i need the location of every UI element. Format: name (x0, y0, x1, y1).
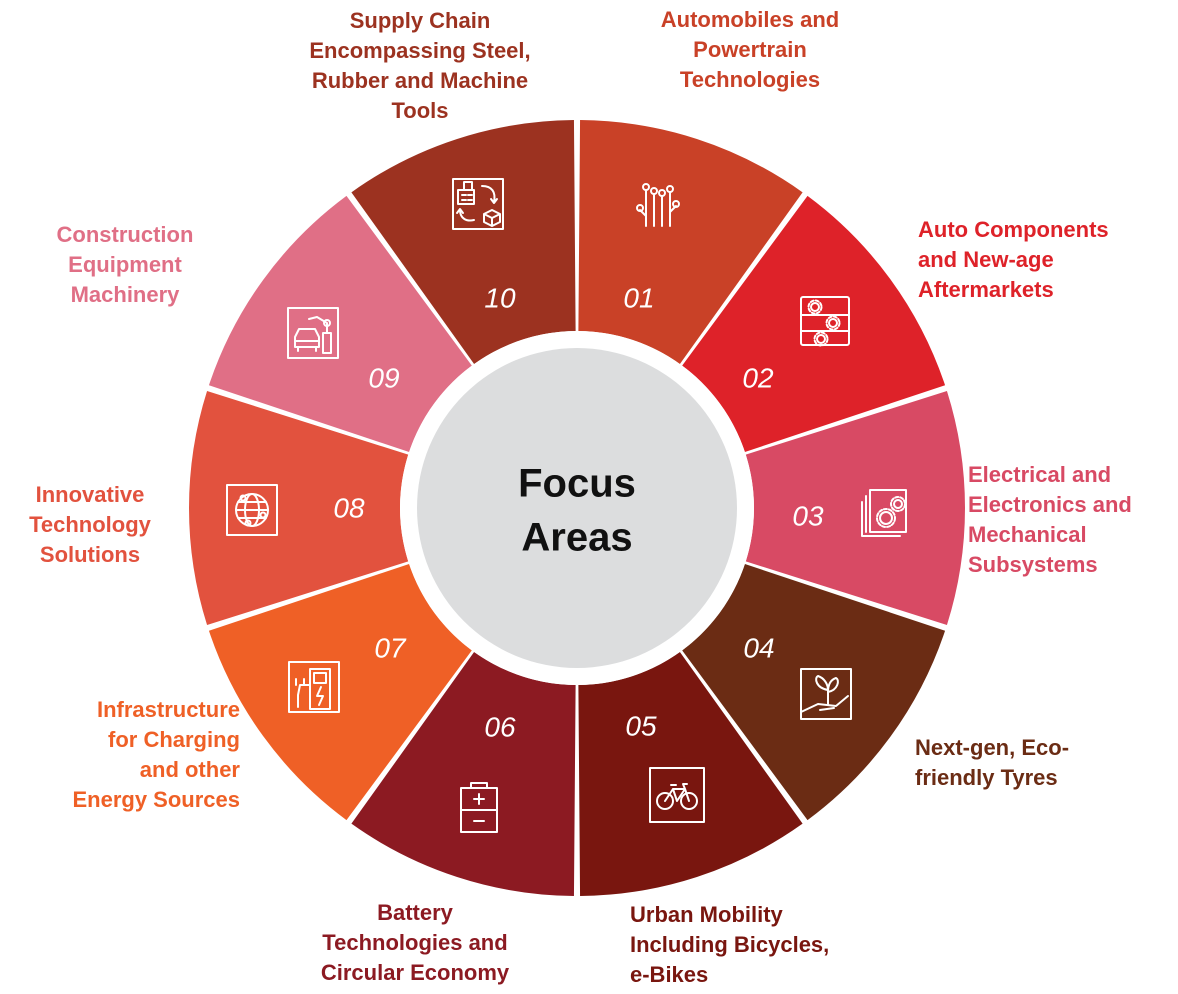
label-line: Encompassing Steel, (309, 38, 531, 63)
focus-area-label-04: Next-gen, Eco-friendly Tyres (915, 733, 1155, 793)
segment-number: 04 (743, 632, 774, 663)
label-line: Next-gen, Eco- (915, 735, 1070, 760)
gears-layers-icon (861, 489, 907, 537)
segment-wedge (351, 120, 576, 364)
label-line: Technology (29, 512, 151, 537)
label-line: Energy Sources (72, 787, 240, 812)
label-line: Technologies (679, 67, 821, 92)
segment-number: 03 (792, 500, 824, 531)
label-line: Mechanical (968, 522, 1087, 547)
segment-wedge (208, 195, 472, 452)
label-line: Electronics and (968, 492, 1132, 517)
label-line: Solutions (39, 542, 141, 567)
focus-area-segment-03: 03 (745, 391, 966, 625)
segment-number: 07 (374, 632, 407, 663)
robot-arm-car-icon (287, 307, 339, 359)
focus-area-segment-05: 05 (578, 652, 803, 896)
bicycle-icon (649, 767, 705, 823)
segment-number: 01 (623, 282, 654, 313)
focus-area-segment-10: 10 (351, 120, 576, 364)
label-line: Construction (56, 222, 194, 247)
circuit-icon (636, 183, 680, 227)
label-line: Urban Mobility (630, 902, 783, 927)
segment-wedge (188, 391, 409, 625)
segment-number: 02 (742, 362, 774, 393)
segment-number: 10 (484, 282, 516, 313)
charging-station-icon (288, 661, 340, 713)
segment-wedge (682, 195, 946, 452)
label-line: Rubber and Machine (311, 68, 529, 93)
label-line: and New-age (918, 247, 1054, 272)
segment-wedge (208, 564, 472, 821)
gear-panel-icon (800, 296, 850, 347)
focus-area-segment-07: 07 (208, 564, 472, 821)
label-line: Machinery (70, 282, 180, 307)
focus-area-segment-02: 02 (682, 195, 946, 452)
segment-wedge (351, 652, 576, 896)
label-line: and other (139, 757, 240, 782)
label-line: e-Bikes (630, 962, 709, 987)
label-line: Powertrain (693, 37, 807, 62)
label-line: Subsystems (968, 552, 1098, 577)
focus-area-segment-01: 01 (578, 120, 803, 364)
label-line: Circular Economy (320, 960, 510, 985)
focus-area-segment-06: 06 (351, 652, 576, 896)
battery-icon (460, 782, 498, 833)
globe-network-icon (226, 484, 278, 536)
segment-wedge (578, 652, 803, 896)
plant-hand-icon (800, 668, 852, 720)
center-title-line: Focus (518, 462, 636, 506)
segment-number: 08 (333, 492, 365, 523)
label-line: Auto Components (918, 217, 1109, 242)
segment-wedge (745, 391, 966, 625)
segment-number: 05 (625, 710, 657, 741)
label-line: Automobiles and (660, 7, 840, 32)
segment-number: 06 (484, 711, 516, 742)
label-line: Innovative (35, 482, 145, 507)
label-line: Aftermarkets (918, 277, 1054, 302)
label-line: friendly Tyres (915, 765, 1058, 790)
center-circle (417, 348, 737, 668)
label-line: Electrical and (968, 462, 1112, 487)
label-line: Technologies and (322, 930, 508, 955)
supply-chain-icon (452, 178, 504, 230)
label-line: Battery (377, 900, 453, 925)
center-title-line: Areas (521, 516, 632, 560)
segment-wedge (578, 120, 803, 364)
label-line: Including Bicycles, (630, 932, 830, 957)
segment-wedge (682, 564, 946, 821)
segment-number: 09 (368, 362, 399, 393)
focus-area-segment-04: 04 (682, 564, 946, 821)
focus-area-segment-08: 08 (188, 391, 409, 625)
focus-area-segment-09: 09 (208, 195, 472, 452)
label-line: Tools (391, 98, 449, 123)
label-line: Infrastructure (96, 697, 240, 722)
label-line: Equipment (68, 252, 182, 277)
label-line: for Charging (108, 727, 240, 752)
label-line: Supply Chain (349, 8, 491, 33)
